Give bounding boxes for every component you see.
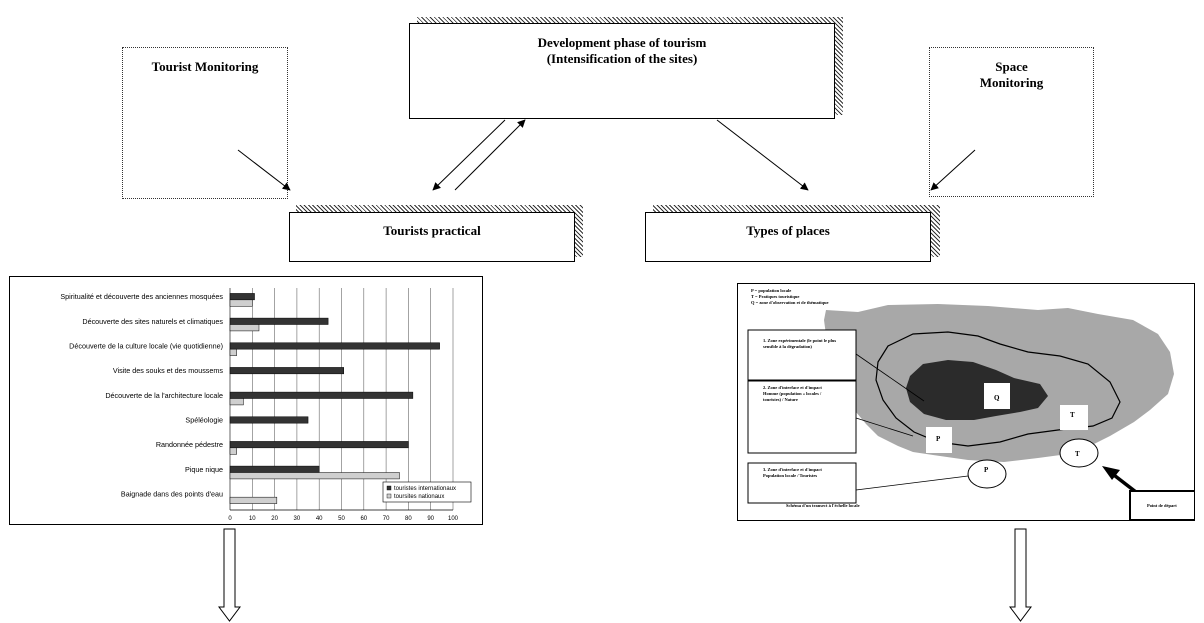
zone-1-line-1: 1. Zone expérimentale (le point le plus [763,338,836,343]
category-label: Spéléologie [185,415,223,424]
down-arrow-left [218,528,241,622]
tourists-practical-box: Tourists practical [289,212,575,262]
x-tick-label: 40 [316,516,323,522]
tourist-monitoring-box: Tourist Monitoring [122,47,288,199]
types-of-places-box: Types of places [645,212,931,262]
legend-swatch [386,493,392,499]
x-tick-label: 10 [249,516,256,522]
activities-bar-chart: 0 10 20 30 40 50 60 70 80 90 100 Spiritualité et dé… [60,288,472,522]
start-box [1129,490,1194,520]
marker-q-box [984,383,1010,409]
space-monitoring-label-1: Space [995,59,1028,74]
types-of-places-label: Types of places [746,223,830,238]
zone-2-line-1: 2. Zone d'interface et d'impact [763,385,822,390]
zone-2-line-3: touristes) / Nature [763,397,798,402]
map-legend-line-3: Q = zone d'observation et de thématique [751,300,829,305]
marker-p-ellipse [967,459,1007,489]
bar-national [229,496,278,504]
map-caption: Schéma d'un transect à l'échelle locale [786,503,860,508]
core-zone-q [906,360,1048,420]
category-label: Découverte des sites naturels et climati… [82,317,223,326]
marker-q-label: Q [994,394,1000,402]
marker-p-box [926,427,952,453]
bar-international [229,391,414,399]
arrow-development-to-places [716,119,809,191]
bar-national [229,324,260,332]
x-tick-label: 60 [360,516,367,522]
zone-1-line-2: sensible à la dégradation) [763,344,812,349]
arrow-tourist-monitoring-to-practical [237,149,291,191]
development-phase-subtitle: (Intensification of the sites) [546,51,698,66]
x-tick-label: 50 [338,516,345,522]
x-tick-label: 30 [294,516,301,522]
bar-national [229,348,237,356]
legend-label: toursites nationaux [394,494,444,500]
category-label: Visite des souks et des moussems [113,366,224,375]
zone-3-line-1: 3. Zone d'interface et d'impact [763,467,822,472]
map-legend-line-1: P = population locale [751,288,791,293]
middle-zone-outline [875,331,1121,447]
marker-p-ellipse-label: P [984,466,989,474]
bar-international [229,416,309,424]
development-phase-box: Development phase of tourism (Intensific… [409,23,835,119]
bar-international [229,342,440,350]
x-tick-label: 20 [271,516,278,522]
bar-international [229,293,255,301]
x-tick-label: 80 [405,516,412,522]
zone-3-line-2: Population locale / Touristes [763,473,817,478]
bar-international [229,441,409,449]
chart-legend [382,481,472,503]
bar-national [229,398,244,406]
marker-t-box [1060,405,1088,430]
bar-national [229,447,237,455]
category-label: Découverte de la culture locale (vie quo… [69,341,223,350]
map-legend-line-2: T = Pratiques touristique [751,294,799,299]
zone-2-pointer [855,417,914,437]
space-monitoring-label-2: Monitoring [979,75,1044,90]
zone-3-box [747,462,857,504]
zone-1-box [747,329,857,381]
down-arrow-right [1009,528,1032,622]
category-label: Baignade dans des points d'eau [121,489,223,498]
marker-t-ellipse [1059,438,1099,468]
bar-international [229,465,320,473]
development-phase-title: Development phase of tourism [537,35,707,50]
arrow-development-to-practical [432,119,506,191]
zone-1-pointer [855,353,925,402]
category-label: Découverte de la l'architecture locale [105,391,223,400]
zone-2-line-2: Homme (population « locales / [763,391,822,396]
transect-map: Q T P P T P = population locale T = Prat… [747,288,1194,520]
marker-p-label: P [936,435,941,443]
tourist-monitoring-label: Tourist Monitoring [151,59,259,74]
tourists-practical-label: Tourists practical [383,223,481,238]
x-tick-label: 100 [448,516,459,522]
bar-international [229,367,344,375]
chart-panel: 0 10 20 30 40 50 60 70 80 90 100 Spiritualité et dé… [9,276,483,525]
legend-label: touristes internationaux [394,486,456,492]
arrow-practical-to-development [454,119,526,191]
zone-2-box [747,380,857,454]
x-tick-label: 0 [228,516,232,522]
category-label: Randonnée pédestre [156,440,223,449]
zone-3-pointer [855,475,969,491]
bar-national [229,472,400,480]
x-tick-label: 70 [383,516,390,522]
bar-international [229,317,329,325]
category-label: Spiritualité et découverte des anciennes… [60,292,223,301]
bar-national [229,299,253,307]
legend-swatch [386,485,392,491]
x-tick-label: 90 [427,516,434,522]
arrow-space-monitoring-to-places [930,149,976,191]
start-arrow-head [1102,466,1120,480]
marker-t-ellipse-label: T [1075,450,1080,458]
marker-t-label: T [1070,411,1075,419]
start-label: Point de départ [1147,503,1177,508]
map-panel: Q T P P T P = population locale T = Prat… [737,283,1195,521]
category-label: Pique nique [185,465,223,474]
space-monitoring-box: Space Monitoring [929,47,1094,197]
